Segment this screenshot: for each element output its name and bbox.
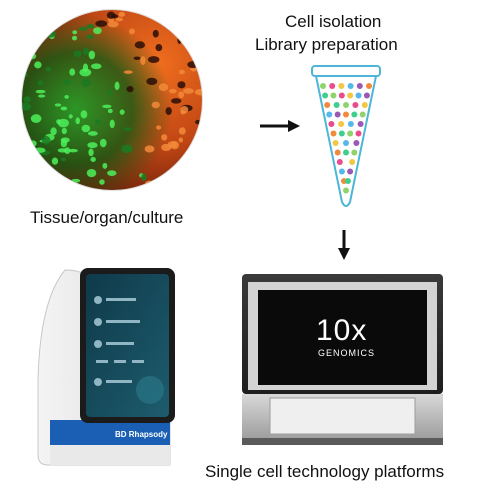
bd-rhapsody-device: BD Rhapsody	[30, 260, 180, 475]
tissue-microscopy-image	[22, 10, 202, 190]
platforms-caption: Single cell technology platforms	[205, 462, 445, 481]
cell-isolation-label: Cell isolation	[285, 12, 382, 31]
arrow-down-icon	[336, 228, 352, 267]
library-preparation-label: Library preparation	[255, 35, 398, 54]
bd-rhapsody-logo: BD Rhapsody	[115, 430, 168, 439]
10x-genomics-device: 10x GENOMICS	[240, 272, 445, 447]
tissue-caption: Tissue/organ/culture	[30, 208, 184, 227]
sample-tube-icon	[306, 64, 386, 214]
arrow-right-icon	[258, 118, 302, 139]
10x-logo-sub: GENOMICS	[318, 348, 376, 358]
10x-logo-main: 10x	[316, 314, 368, 347]
